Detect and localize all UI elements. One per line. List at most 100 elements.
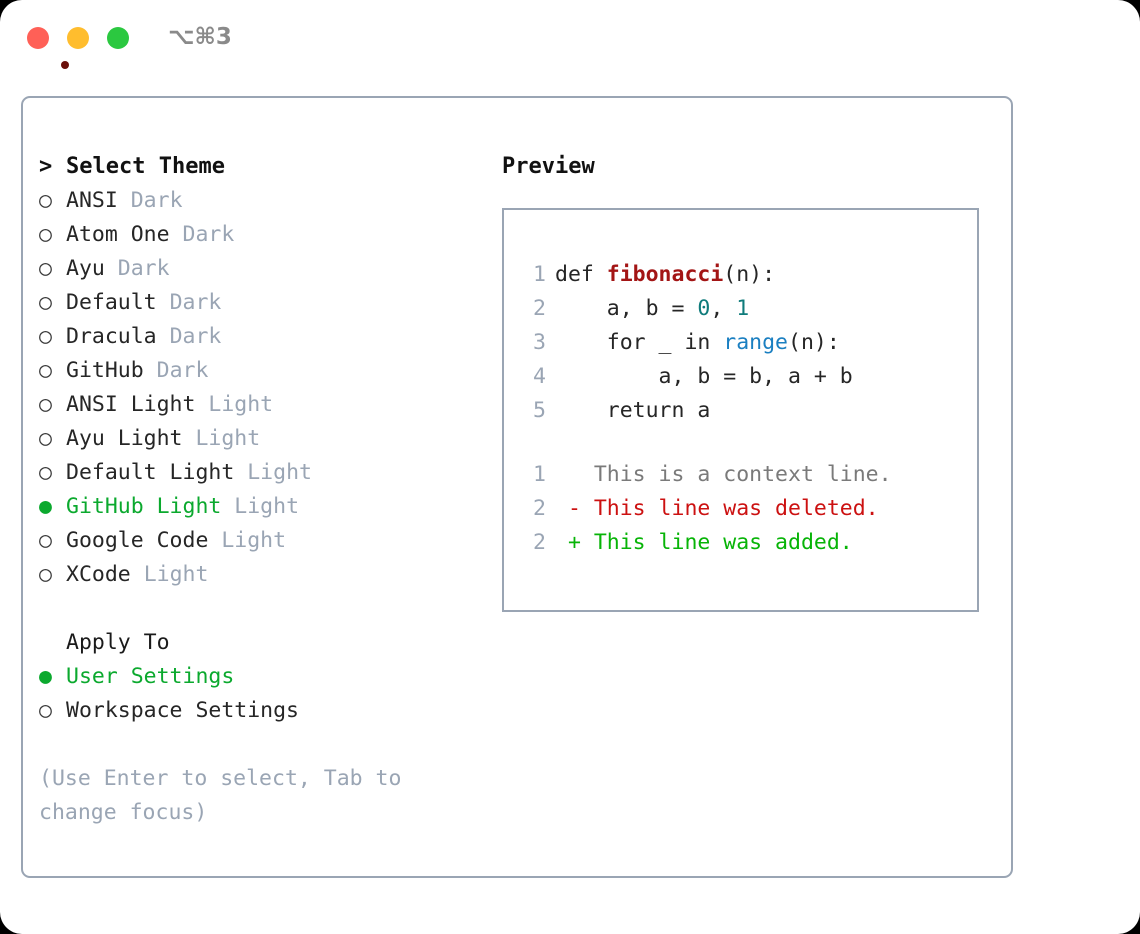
preview-heading: Preview [502,154,595,179]
theme-list: ○ANSI Dark○Atom One Dark○Ayu Dark○Defaul… [39,184,499,592]
radio-unselected-icon[interactable]: ○ [39,392,52,417]
line-number: 4 [533,364,546,389]
list-spacer [39,592,499,626]
radio-unselected-icon[interactable]: ○ [39,426,52,451]
code-line: 3 for _ in range(n): [504,326,977,360]
theme-list-item[interactable]: ● GitHub Light Light [39,490,499,524]
theme-list-item[interactable]: ○ Google Code Light [39,524,499,558]
theme-selector-column: >Select Theme ○ANSI Dark○Atom One Dark○A… [39,150,499,830]
radio-unselected-icon[interactable]: ○ [39,562,52,587]
diff-text-add: + This line was added. [555,530,853,555]
line-number: 2 [533,530,546,555]
keyboard-hint: (Use Enter to select, Tab to change focu… [39,766,402,825]
line-number: 1 [533,462,546,487]
radio-selected-icon[interactable]: ● [39,494,52,519]
theme-list-item[interactable]: ○ Ayu Light Light [39,422,499,456]
heading-caret-icon: > [39,154,53,179]
theme-name: Default Light [66,460,235,485]
code-token-plain: a, b = [555,296,698,321]
theme-variant-tag: Light [221,528,287,553]
recording-indicator-icon [61,61,69,69]
theme-name: GitHub Light [66,494,222,519]
theme-list-item[interactable]: ○ ANSI Dark [39,184,499,218]
apply-to-item[interactable]: ○ Workspace Settings [39,694,499,728]
code-token-call: range [723,330,789,355]
code-token-plain: (n): [788,330,840,355]
line-number: 1 [533,262,546,287]
radio-unselected-icon[interactable]: ○ [39,290,52,315]
theme-variant-tag: Dark [130,188,183,213]
theme-variant-tag: Light [208,392,274,417]
minimize-window-button[interactable] [67,27,89,49]
radio-unselected-icon[interactable]: ○ [39,188,52,213]
code-token-num: 1 [736,296,750,321]
page-title: Select Theme [66,154,225,179]
radio-unselected-icon[interactable]: ○ [39,324,52,349]
apply-to-option-label: Workspace Settings [66,698,299,723]
theme-name: ANSI [66,188,118,213]
radio-unselected-icon[interactable]: ○ [39,256,52,281]
diff-text-del: - This line was deleted. [555,496,879,521]
code-token-num: 0 [697,296,711,321]
theme-variant-tag: Light [247,460,312,485]
shortcut-label: ⌥⌘3 [168,24,232,50]
code-token-plain: return a [555,398,711,423]
radio-selected-icon[interactable]: ● [39,664,52,689]
theme-name: Ayu [66,256,105,281]
diff-spacer [504,428,977,458]
code-token-plain: for _ in [555,330,724,355]
theme-name: Ayu Light [66,426,183,451]
radio-unselected-icon[interactable]: ○ [39,528,52,553]
theme-variant-tag: Light [234,494,300,519]
theme-variant-tag: Dark [182,222,235,247]
close-window-button[interactable] [27,27,69,69]
theme-list-item[interactable]: ○ Default Light Light [39,456,499,490]
theme-name: GitHub [66,358,144,383]
theme-variant-tag: Light [195,426,261,451]
maximize-window-button[interactable] [107,27,129,49]
apply-to-heading: Apply To [39,626,499,660]
code-line: 5 return a [504,394,977,428]
apply-to-item[interactable]: ●User Settings [39,660,499,694]
radio-unselected-icon[interactable]: ○ [39,698,52,723]
code-line: 2 a, b = 0, 1 [504,292,977,326]
apply-to-list: ●User Settings ○ Workspace Settings [39,660,499,728]
theme-variant-tag: Dark [169,324,222,349]
theme-variant-tag: Light [143,562,209,587]
theme-name: Default [66,290,157,315]
line-number: 3 [533,330,546,355]
theme-name: Dracula [66,324,157,349]
theme-list-item[interactable]: ○Ayu Dark [39,252,499,286]
theme-list-item[interactable]: ○XCode Light [39,558,499,592]
line-number: 5 [533,398,546,423]
radio-unselected-icon[interactable]: ○ [39,222,52,247]
diff-line: 2 + This line was added. [504,526,977,560]
theme-list-item[interactable]: ○ Dracula Dark [39,320,499,354]
theme-variant-tag: Dark [169,290,222,315]
diff-line: 2 - This line was deleted. [504,492,977,526]
code-token-plain: (n): [723,262,776,287]
radio-unselected-icon[interactable]: ○ [39,358,52,383]
code-line: 4 a, b = b, a + b [504,360,977,394]
theme-name: Google Code [66,528,209,553]
theme-list-item[interactable]: ○ GitHub Dark [39,354,499,388]
code-token-plain: , [710,296,737,321]
title-bar: ⌥⌘3 [0,0,1140,78]
diff-sample: 1 This is a context line.2 - This line w… [504,458,977,560]
line-number: 2 [533,296,546,321]
theme-list-item[interactable]: ○ ANSI Light Light [39,388,499,422]
code-token-plain: a, b = b, a + b [555,364,853,389]
theme-variant-tag: Dark [156,358,209,383]
theme-name: ANSI Light [66,392,196,417]
apply-to-label: Apply To [66,630,170,655]
theme-list-item[interactable]: ○Atom One Dark [39,218,499,252]
code-token-func: fibonacci [606,262,724,287]
diff-line: 1 This is a context line. [504,458,977,492]
radio-unselected-icon[interactable]: ○ [39,460,52,485]
theme-list-item[interactable]: ○ Default Dark [39,286,499,320]
select-theme-heading: > Select Theme [39,150,499,184]
